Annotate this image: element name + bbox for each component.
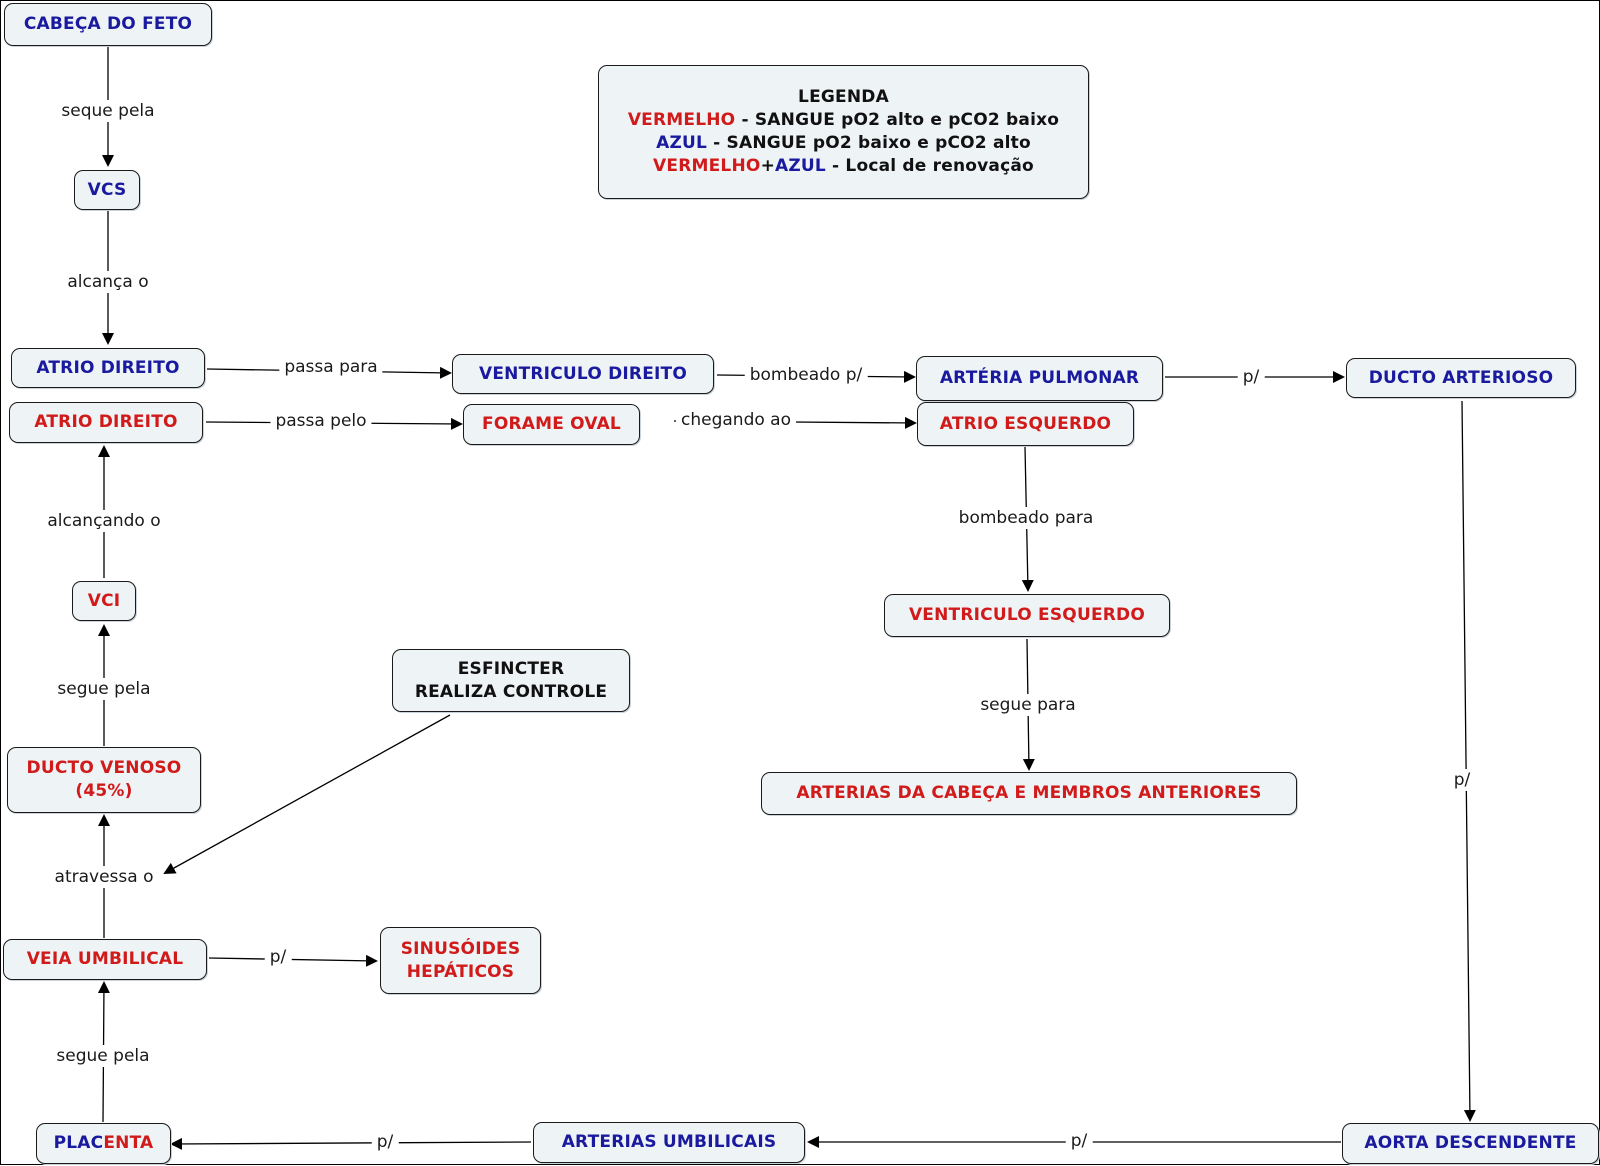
node-veia-umbilical[interactable]: VEIA UMBILICAL	[3, 939, 207, 980]
node-sinusoides-line2: HEPÁTICOS	[406, 961, 515, 982]
legend-mixed-red-word: VERMELHO	[653, 156, 761, 176]
node-sinusoides-hepaticos[interactable]: SINUSÓIDES HEPÁTICOS	[380, 927, 541, 994]
node-sinusoides-line1: SINUSÓIDES	[400, 938, 521, 959]
node-esfincter-line1: ESFINCTER	[457, 658, 565, 679]
link-arteriasumb-placenta	[170, 1137, 532, 1150]
link-label-bombeado-p: bombeado p/	[744, 364, 868, 386]
node-arteria-pulmonar[interactable]: ARTÉRIA PULMONAR	[916, 356, 1163, 401]
legend-blue-line: AZUL - SANGUE pO2 baixo e pCO2 alto	[656, 132, 1031, 155]
link-label-atravessa-o: atravessa o	[49, 866, 159, 888]
link-veia-sinusoides	[208, 954, 378, 967]
link-label-p-sinusoides: p/	[264, 946, 292, 968]
node-ducto-arterioso[interactable]: DUCTO ARTERIOSO	[1346, 358, 1576, 398]
node-esfincter[interactable]: ESFINCTER REALIZA CONTROLE	[392, 649, 630, 712]
link-label-p: p/	[1237, 366, 1265, 388]
link-ducto-aorta	[1461, 400, 1476, 1122]
node-arterias-cabeca-membros[interactable]: ARTERIAS DA CABEÇA E MEMBROS ANTERIORES	[761, 772, 1297, 815]
legend-red-desc: - SANGUE pO2 alto e pCO2 baixo	[735, 110, 1060, 130]
link-label-segue-pela-vci: segue pela	[52, 678, 156, 700]
node-ventriculo-esquerdo[interactable]: VENTRICULO ESQUERDO	[884, 594, 1170, 637]
node-ducto-venoso-line2: (45%)	[75, 781, 133, 801]
link-label-segue-pela-placenta: segue pela	[51, 1045, 155, 1067]
node-cabeca-do-feto[interactable]: CABEÇA DO FETO	[4, 3, 212, 46]
node-atrio-esquerdo[interactable]: ATRIO ESQUERDO	[917, 402, 1134, 446]
legend-title: LEGENDA	[798, 87, 889, 107]
node-arterias-umbilicais[interactable]: ARTERIAS UMBILICAIS	[533, 1122, 805, 1163]
legend-blue-desc: - SANGUE pO2 baixo e pCO2 alto	[707, 133, 1031, 153]
node-placenta-blue-part: PLAC	[53, 1133, 104, 1153]
node-vci[interactable]: VCI	[72, 581, 136, 621]
legend-red-line: VERMELHO - SANGUE pO2 alto e pCO2 baixo	[628, 109, 1059, 132]
link-label-alcancando-o: alcançando o	[42, 510, 166, 532]
link-label-chegando-ao: chegando ao	[676, 409, 796, 431]
link-label-p-aorta: p/	[1448, 769, 1476, 791]
link-label-alcanca-o: alcança o	[62, 271, 154, 293]
link-label-segue-para: segue para	[975, 694, 1081, 716]
legend-plus: +	[760, 156, 776, 176]
legend-blue-word: AZUL	[656, 133, 708, 153]
node-atrio-direito-bottom[interactable]: ATRIO DIREITO	[9, 402, 203, 443]
legend-mixed-desc: - Local de renovação	[825, 156, 1034, 176]
link-label-segue-pela: seque pela	[56, 100, 160, 122]
node-forame-oval[interactable]: FORAME OVAL	[463, 404, 640, 445]
node-esfincter-line2: REALIZA CONTROLE	[414, 681, 608, 702]
link-label-bombeado-para: bombeado para	[953, 507, 1099, 529]
node-ventriculo-direito[interactable]: VENTRICULO DIREITO	[452, 354, 714, 394]
legend-red-word: VERMELHO	[627, 110, 736, 130]
link-label-p-placenta: p/	[371, 1131, 399, 1153]
node-ducto-venoso[interactable]: DUCTO VENOSO (45%)	[7, 747, 201, 813]
node-atrio-direito-top[interactable]: ATRIO DIREITO	[11, 348, 205, 388]
node-aorta-descendente[interactable]: AORTA DESCENDENTE	[1342, 1123, 1599, 1164]
legend-mixed-line: VERMELHO+AZUL - Local de renovação	[653, 155, 1034, 178]
link-label-p-arterias-umb: p/	[1065, 1130, 1093, 1152]
link-esfincter-atravessa	[163, 714, 451, 874]
legend-box: LEGENDA VERMELHO - SANGUE pO2 alto e pCO…	[598, 65, 1089, 199]
link-label-passa-pelo: passa pelo	[270, 410, 372, 432]
legend-mixed-blue-word: AZUL	[775, 156, 826, 176]
node-ducto-venoso-line1: DUCTO VENOSO	[26, 758, 182, 778]
node-vcs[interactable]: VCS	[74, 170, 140, 210]
link-label-passa-para: passa para	[279, 356, 383, 378]
node-placenta-red-part: ENTA	[103, 1133, 154, 1153]
